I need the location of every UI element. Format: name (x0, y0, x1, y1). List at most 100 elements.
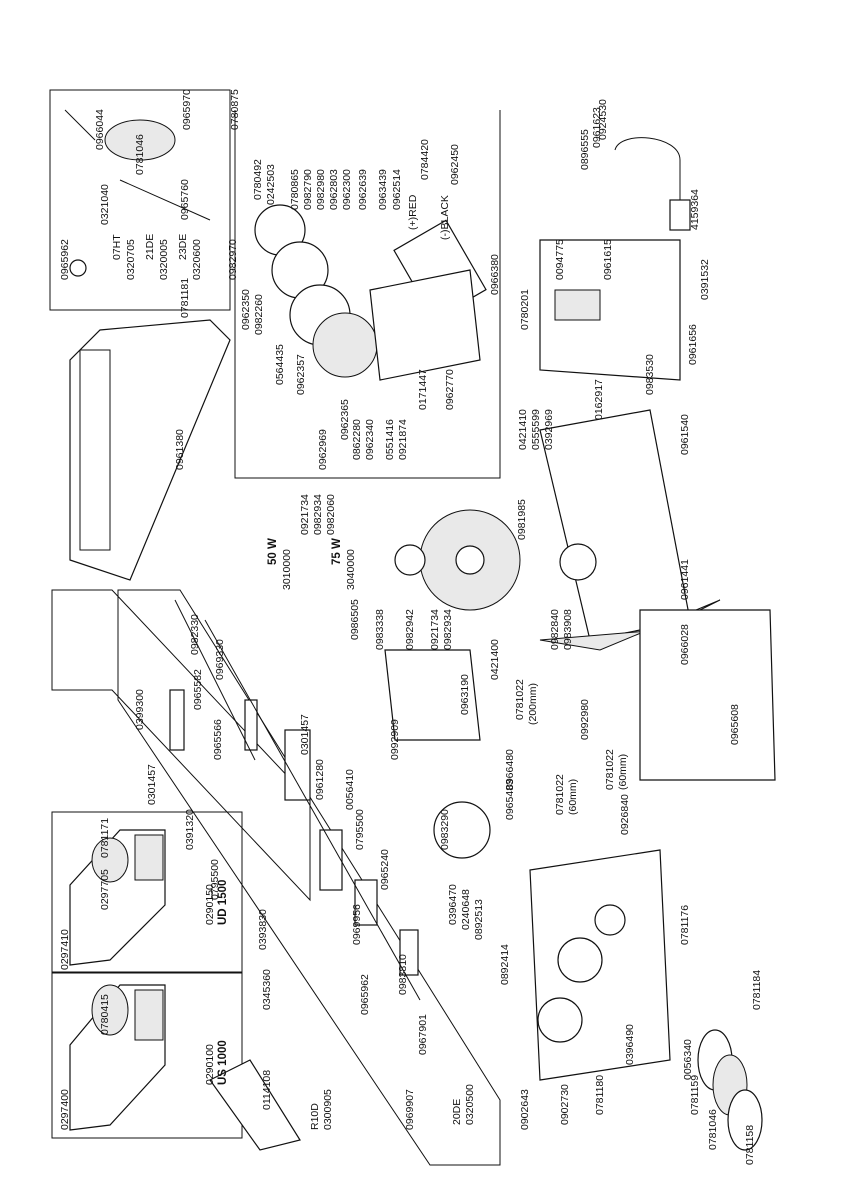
filter-stack (697, 1029, 763, 1151)
label-0965962b: 0965962 (359, 974, 371, 1015)
label-0321040: 0321040 (99, 184, 111, 225)
label-0780415: 0780415 (99, 994, 111, 1035)
label-0982790: 0982790 (302, 169, 314, 210)
label-0301457a: 0301457 (146, 764, 158, 805)
label-0902643: 0902643 (519, 1089, 531, 1130)
label-23de: 23DE (177, 233, 189, 260)
label-len60a: (60mm) (617, 753, 629, 790)
label-07ht: 07HT (111, 234, 123, 260)
label-0780492: 0780492 (252, 159, 264, 200)
label-0963439: 0963439 (377, 169, 389, 210)
label-0965566: 0965566 (212, 719, 224, 760)
cover-0961380 (69, 319, 231, 581)
label-3010000: 3010000 (281, 549, 293, 590)
label-0421410: 0421410 (517, 409, 529, 450)
stand-ud1500 (69, 829, 166, 966)
label-0780865: 0780865 (289, 169, 301, 210)
label-0926840: 0926840 (619, 794, 631, 835)
label-0320705: 0320705 (125, 239, 137, 280)
label-0962770: 0962770 (444, 369, 456, 410)
label-0781022b: 0781022 (604, 749, 616, 790)
label-0399300: 0399300 (134, 689, 146, 730)
valve-block (384, 649, 481, 741)
accessory-box (49, 89, 231, 311)
label-0795500b: 0795500 (354, 809, 366, 850)
label-0962350: 0962350 (240, 289, 252, 330)
label-0962365: 0962365 (339, 399, 351, 440)
label-0921734b: 0921734 (429, 609, 441, 650)
front-panel (529, 849, 671, 1081)
label-0967901: 0967901 (417, 1014, 429, 1055)
label-0781158: 0781158 (744, 1124, 756, 1165)
label-0961280: 0961280 (314, 759, 326, 800)
label-0921734a: 0921734 (299, 494, 311, 535)
label-4159364: 4159364 (689, 189, 701, 230)
label-0902730: 0902730 (559, 1084, 571, 1125)
label-0966028: 0966028 (679, 624, 691, 665)
label-0240648: 0240648 (460, 889, 472, 930)
label-0392969: 0392969 (543, 409, 555, 450)
label-0171447: 0171447 (417, 369, 429, 410)
label-0290100: 0290100 (204, 1044, 216, 1085)
label-r10d: R10D (309, 1103, 321, 1130)
label-len60b: (60mm) (567, 778, 579, 815)
label-red: (+)RED (407, 194, 419, 230)
label-0780201: 0780201 (519, 289, 531, 330)
label-0345360: 0345360 (261, 969, 273, 1010)
label-0961441: 0961441 (679, 559, 691, 600)
label-0963190: 0963190 (459, 674, 471, 715)
label-0297705: 0297705 (99, 869, 111, 910)
label-black: (-)BLACK (439, 195, 451, 240)
label-0921874: 0921874 (397, 419, 409, 460)
label-0297400: 0297400 (59, 1089, 71, 1130)
stand-us1000 (69, 984, 166, 1131)
label-0962969: 0962969 (317, 429, 329, 470)
label-0320600: 0320600 (191, 239, 203, 280)
iron-50w-box (51, 589, 311, 902)
label-0114108: 0114108 (261, 1069, 273, 1110)
label-0986505: 0986505 (349, 599, 361, 640)
label-0780875: 0780875 (229, 89, 241, 130)
label-0982942: 0982942 (404, 609, 416, 650)
label-0795500a: 0795500 (209, 859, 221, 900)
transformer (394, 509, 521, 611)
label-0781171: 0781171 (99, 817, 111, 858)
label-0982060: 0982060 (325, 494, 337, 535)
label-75w: 75 W (331, 538, 343, 565)
label-0965608: 0965608 (729, 704, 741, 745)
label-0992909: 0992909 (389, 719, 401, 760)
gauge (433, 801, 491, 859)
label-0992980: 0992980 (579, 699, 591, 740)
label-0393830: 0393830 (257, 909, 269, 950)
label-0965970: 0965970 (181, 89, 193, 130)
label-0551416: 0551416 (384, 419, 396, 460)
label-0966044: 0966044 (94, 109, 106, 150)
clamp (209, 1059, 301, 1151)
label-0300905: 0300905 (322, 1089, 334, 1130)
label-0962803: 0962803 (328, 169, 340, 210)
label-0983290: 0983290 (439, 809, 451, 850)
label-0983530: 0983530 (644, 354, 656, 395)
iron-parts (169, 599, 421, 1001)
label-len200: (200mm) (527, 682, 539, 725)
label-0962450: 0962450 (449, 144, 461, 185)
label-0320005: 0320005 (158, 239, 170, 280)
label-0962357: 0962357 (295, 354, 307, 395)
label-0564435: 0564435 (274, 344, 286, 385)
label-0982970: 0982970 (227, 239, 239, 280)
label-0961380: 0961380 (174, 429, 186, 470)
label-0982840: 0982840 (549, 609, 561, 650)
label-0965240: 0965240 (379, 849, 391, 890)
label-0555599: 0555599 (530, 409, 542, 450)
label-21de: 21DE (144, 233, 156, 260)
label-0162917: 0162917 (593, 379, 605, 420)
label-0396490: 0396490 (624, 1024, 636, 1065)
label-0983908: 0983908 (562, 609, 574, 650)
label-0983338: 0983338 (374, 609, 386, 650)
label-0781046b: 0781046 (707, 1109, 719, 1150)
label-0781184: 0781184 (751, 969, 763, 1010)
label-0924530: 0924530 (597, 99, 609, 140)
label-0781181: 0781181 (179, 277, 191, 318)
label-0320500: 0320500 (464, 1084, 476, 1125)
